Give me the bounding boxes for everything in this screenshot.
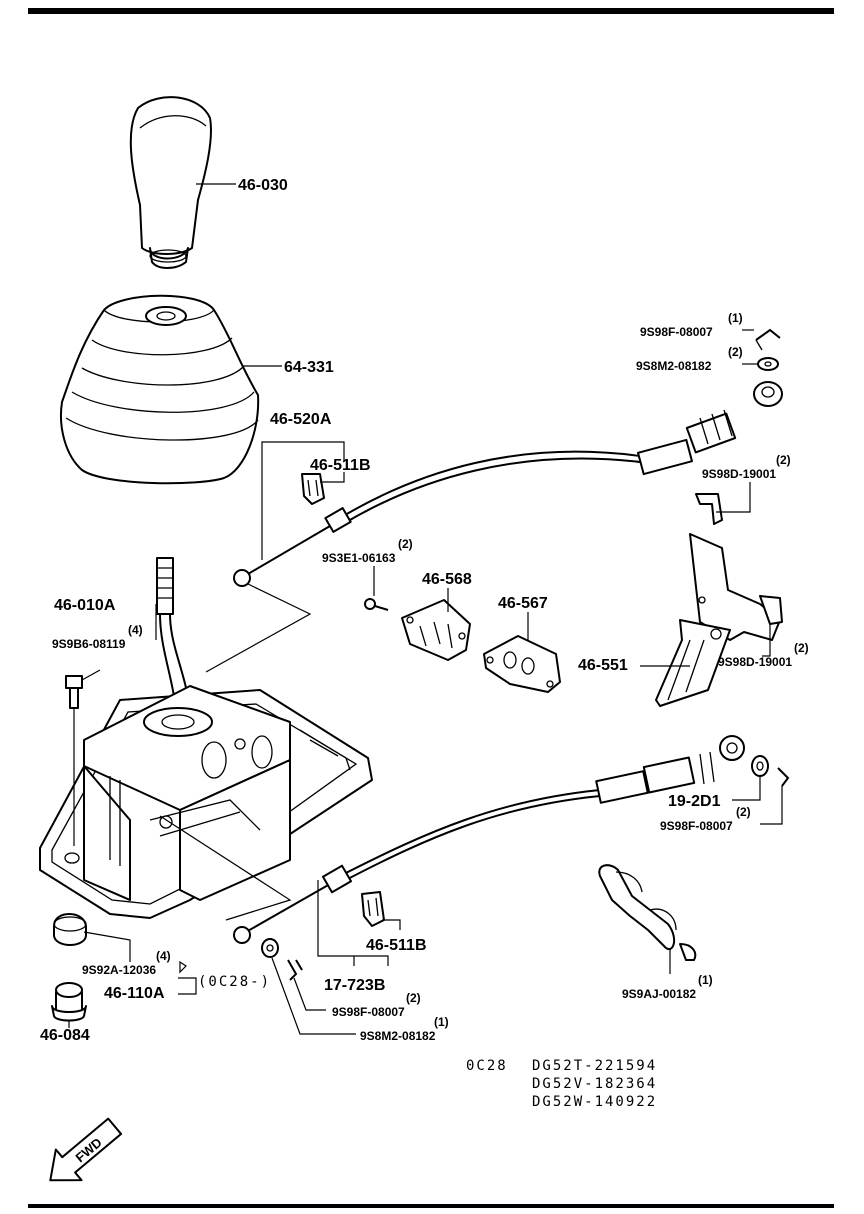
cable-bracket (655, 533, 781, 707)
bottom-rule (28, 1204, 834, 1208)
bushing (51, 982, 87, 1022)
nut (53, 913, 87, 946)
washer-lower (261, 938, 279, 958)
label-plate-567: 46-567 (498, 595, 548, 612)
label-knob: 46-030 (238, 177, 288, 194)
clip-lower-46-511b (361, 891, 385, 927)
qty-pin-lower-right: (2) (736, 805, 751, 819)
label-bushing: 46-084 (40, 1027, 90, 1044)
serial-line2: DG52V-182364 (532, 1076, 657, 1092)
label-washer-upper: 9S8M2-08182 (636, 359, 712, 373)
serial-line1: DG52T-221594 (532, 1058, 657, 1074)
shift-knob (129, 96, 212, 269)
label-washer-19: 19-2D1 (668, 793, 721, 810)
qty-pin-lower: (2) (406, 991, 421, 1005)
label-pin-lower: 9S98F-08007 (332, 1005, 405, 1019)
label-clamp: 9S9AJ-00182 (622, 987, 696, 1001)
label-pin-lower-right: 9S98F-08007 (660, 819, 733, 833)
label-clip-lower: 46-511B (366, 937, 427, 954)
label-base: 46-110A (104, 985, 165, 1002)
qty-clip-bracket-side: (2) (794, 641, 809, 655)
fwd-arrow-icon: FWD (49, 1117, 123, 1182)
clip-upper-46-511b (301, 473, 325, 505)
qty-clip-bracket-top: (2) (776, 453, 791, 467)
serial-line3: DG52W-140922 (532, 1094, 657, 1110)
label-plate-568: 46-568 (422, 571, 472, 588)
label-boot: 64-331 (284, 359, 334, 376)
label-cable-b: 17-723B (324, 977, 385, 994)
label-pin-upper: 9S98F-08007 (640, 325, 713, 339)
pin-lower (287, 959, 303, 981)
top-rule (28, 8, 834, 14)
qty-bolt-cable: (2) (398, 537, 413, 551)
qty-bolt-lever: (4) (128, 623, 143, 637)
label-lever: 46-010A (54, 597, 116, 614)
leader-lines (68, 183, 783, 1035)
qty-washer-lower: (1) (434, 1015, 449, 1029)
qty-nut: (4) (156, 949, 171, 963)
plate-46-567 (483, 635, 561, 693)
lower-shift-cable (233, 735, 745, 944)
label-bolt-cable: 9S3E1-06163 (322, 551, 396, 565)
shift-boot (60, 294, 260, 485)
upper-shift-cable (233, 381, 783, 587)
label-clip-upper: 46-511B (310, 457, 371, 474)
cable-bolt-9s3e1 (364, 598, 389, 611)
label-washer-lower: 9S8M2-08182 (360, 1029, 436, 1043)
qty-washer-upper: (2) (728, 345, 743, 359)
label-bolt-lever: 9S9B6-08119 (52, 637, 126, 651)
pin-lower-right (777, 767, 790, 787)
lever-bolt (65, 675, 83, 846)
label-cable-a: 46-520A (270, 411, 332, 428)
label-clip-bracket-side: 9S98D-19001 (718, 655, 792, 669)
plate-46-568 (401, 599, 471, 661)
shift-base (39, 685, 373, 919)
qty-pin-upper: (1) (728, 311, 743, 325)
clip-bracket-top (695, 493, 723, 525)
label-clip-bracket-top: 9S98D-19001 (702, 467, 776, 481)
washer-upper (757, 357, 779, 371)
cable-clamp (598, 864, 697, 961)
label-nut: 9S92A-12036 (82, 963, 156, 977)
pin-upper (755, 328, 781, 351)
label-model-note: (0C28-) (198, 974, 271, 990)
clip-bracket-side (759, 595, 783, 625)
qty-clamp: (1) (698, 973, 713, 987)
label-bracket: 46-551 (578, 657, 628, 674)
washer-19-2d1 (751, 755, 769, 777)
serial-model: 0C28 (466, 1058, 508, 1074)
